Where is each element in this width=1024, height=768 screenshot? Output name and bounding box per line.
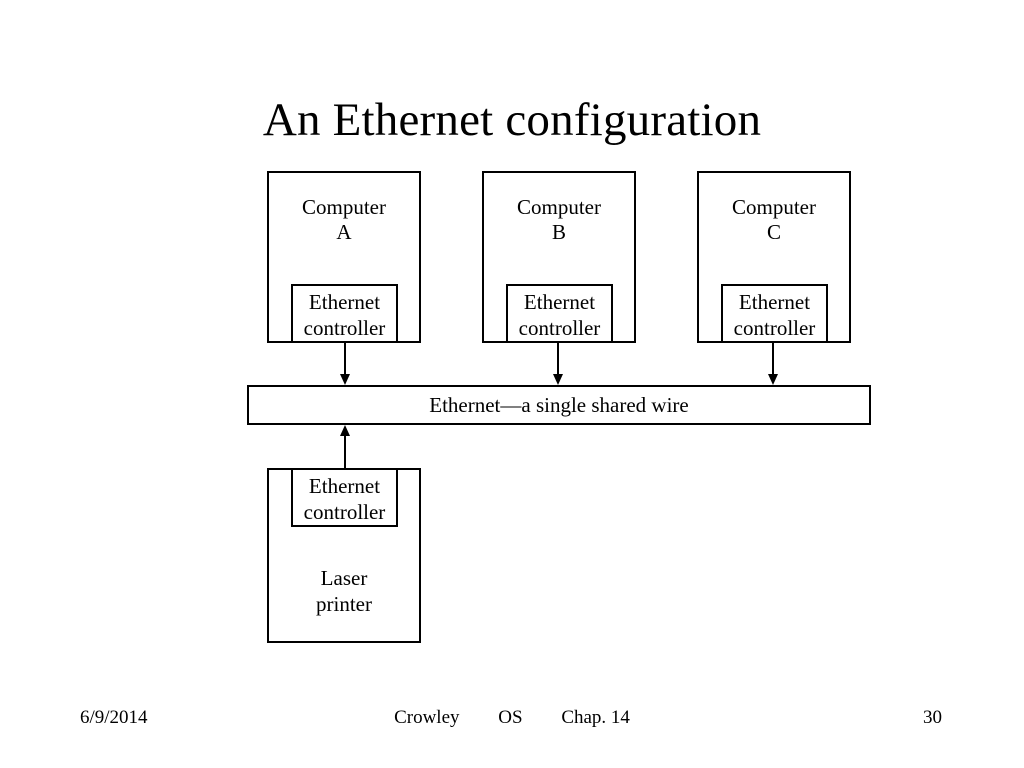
computer-c-controller-line2: controller — [733, 316, 816, 340]
footer-center-group: Crowley OS Chap. 14 — [0, 703, 1024, 733]
footer-chapter: Chap. 14 — [561, 707, 630, 728]
computer-b-name-line1: Computer — [517, 195, 601, 219]
computer-c-box[interactable]: Computer C Ethernet controller — [697, 171, 851, 343]
ethernet-shared-wire-label: Ethernet—a single shared wire — [429, 393, 689, 417]
connector-stem — [557, 343, 559, 374]
computer-c-controller-line1: Ethernet — [738, 290, 811, 314]
arrowhead-up-icon — [340, 425, 350, 436]
arrowhead-down-icon — [768, 374, 778, 385]
computer-a-controller-line1: Ethernet — [308, 290, 381, 314]
ethernet-configuration-diagram: Computer A Ethernet controller Computer … — [247, 171, 871, 643]
connector-printer-to-wire — [340, 425, 350, 468]
footer-page-number: 30 — [923, 707, 942, 728]
footer-author: Crowley — [394, 707, 460, 728]
computer-b-ethernet-controller-box[interactable]: Ethernet controller — [506, 284, 613, 343]
printer-name-line1: Laser — [320, 566, 368, 590]
connector-stem — [344, 343, 346, 374]
printer-controller-line1: Ethernet — [308, 474, 381, 498]
ethernet-shared-wire-bar[interactable]: Ethernet—a single shared wire — [247, 385, 871, 425]
computer-b-controller-line2: controller — [518, 316, 601, 340]
computer-a-name-line1: Computer — [302, 195, 386, 219]
laser-printer-label: Laser printer — [269, 565, 419, 617]
footer-date: 6/9/2014 — [80, 707, 148, 728]
connector-stem — [772, 343, 774, 374]
connector-stem — [344, 433, 346, 468]
footer-course: OS — [498, 707, 523, 728]
printer-name-line2: printer — [316, 592, 372, 616]
computer-a-box[interactable]: Computer A Ethernet controller — [267, 171, 421, 343]
slide-footer: 6/9/2014 Crowley OS Chap. 14 30 — [0, 703, 1024, 733]
connector-computer-b-to-wire — [553, 343, 563, 385]
computer-a-name-line2: A — [336, 220, 352, 244]
connector-computer-a-to-wire — [340, 343, 350, 385]
computer-a-controller-line2: controller — [303, 316, 386, 340]
laser-printer-box[interactable]: Ethernet controller Laser printer — [267, 468, 421, 643]
computer-c-name-line1: Computer — [732, 195, 816, 219]
page-title: An Ethernet configuration — [262, 94, 762, 147]
computer-b-box[interactable]: Computer B Ethernet controller — [482, 171, 636, 343]
printer-controller-line2: controller — [303, 500, 386, 524]
arrowhead-down-icon — [553, 374, 563, 385]
computer-a-label: Computer A — [269, 195, 419, 245]
computer-c-name-line2: C — [766, 220, 781, 244]
computer-a-ethernet-controller-box[interactable]: Ethernet controller — [291, 284, 398, 343]
computer-b-label: Computer B — [484, 195, 634, 245]
computer-b-controller-line1: Ethernet — [523, 290, 596, 314]
arrowhead-down-icon — [340, 374, 350, 385]
printer-ethernet-controller-box[interactable]: Ethernet controller — [291, 468, 398, 527]
computer-b-name-line2: B — [551, 220, 566, 244]
connector-computer-c-to-wire — [768, 343, 778, 385]
computer-c-ethernet-controller-box[interactable]: Ethernet controller — [721, 284, 828, 343]
computer-c-label: Computer C — [699, 195, 849, 245]
